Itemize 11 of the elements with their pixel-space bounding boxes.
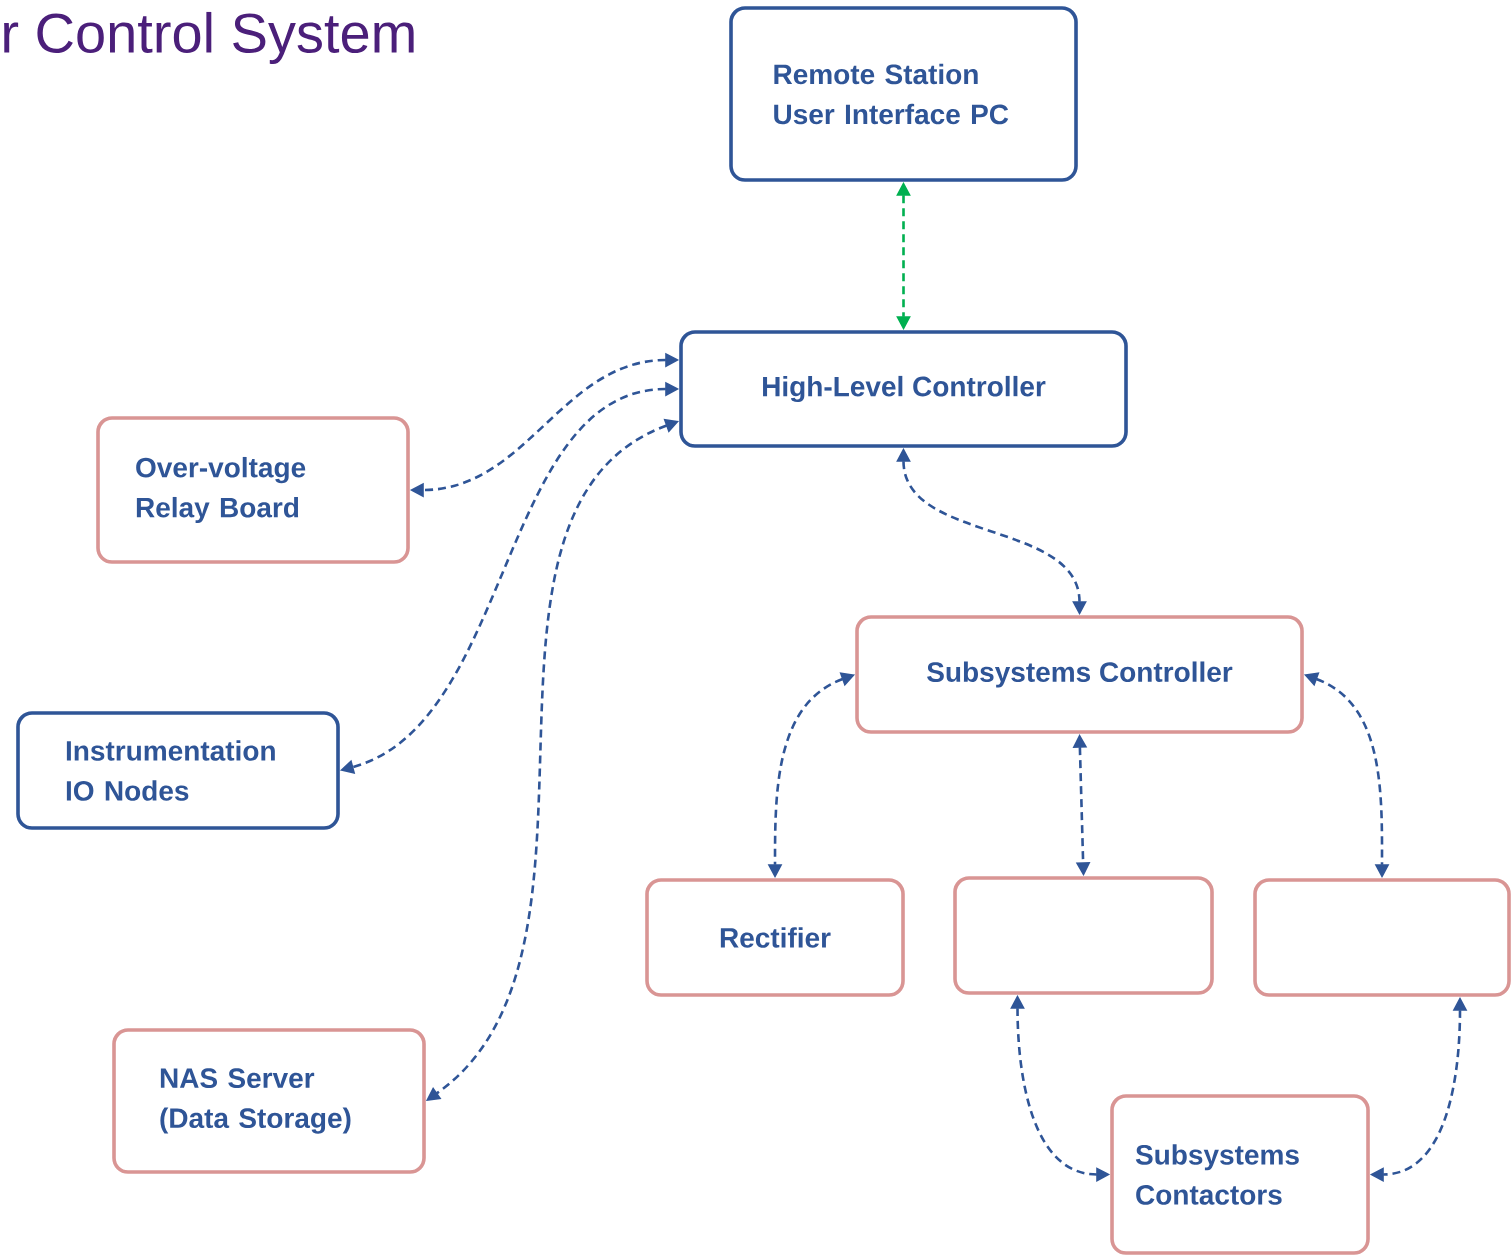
title: r Control System [4, 11, 414, 65]
process-box: Subsystems Controller [855, 615, 1304, 734]
process-box: High-Level Controller [679, 330, 1128, 448]
process-box: Instrumentation IO Nodes [16, 711, 340, 830]
process-box: NAS Server (Data Storage) [112, 1028, 426, 1174]
process-box: Remote Station User Interface PC [729, 6, 1078, 182]
empty-box [953, 876, 1214, 995]
process-box: Subsystems Contactors [1110, 1094, 1370, 1255]
process-box: Over-voltage Relay Board [96, 416, 410, 564]
empty-box [1253, 878, 1511, 997]
process-box: Rectifier [645, 878, 905, 997]
